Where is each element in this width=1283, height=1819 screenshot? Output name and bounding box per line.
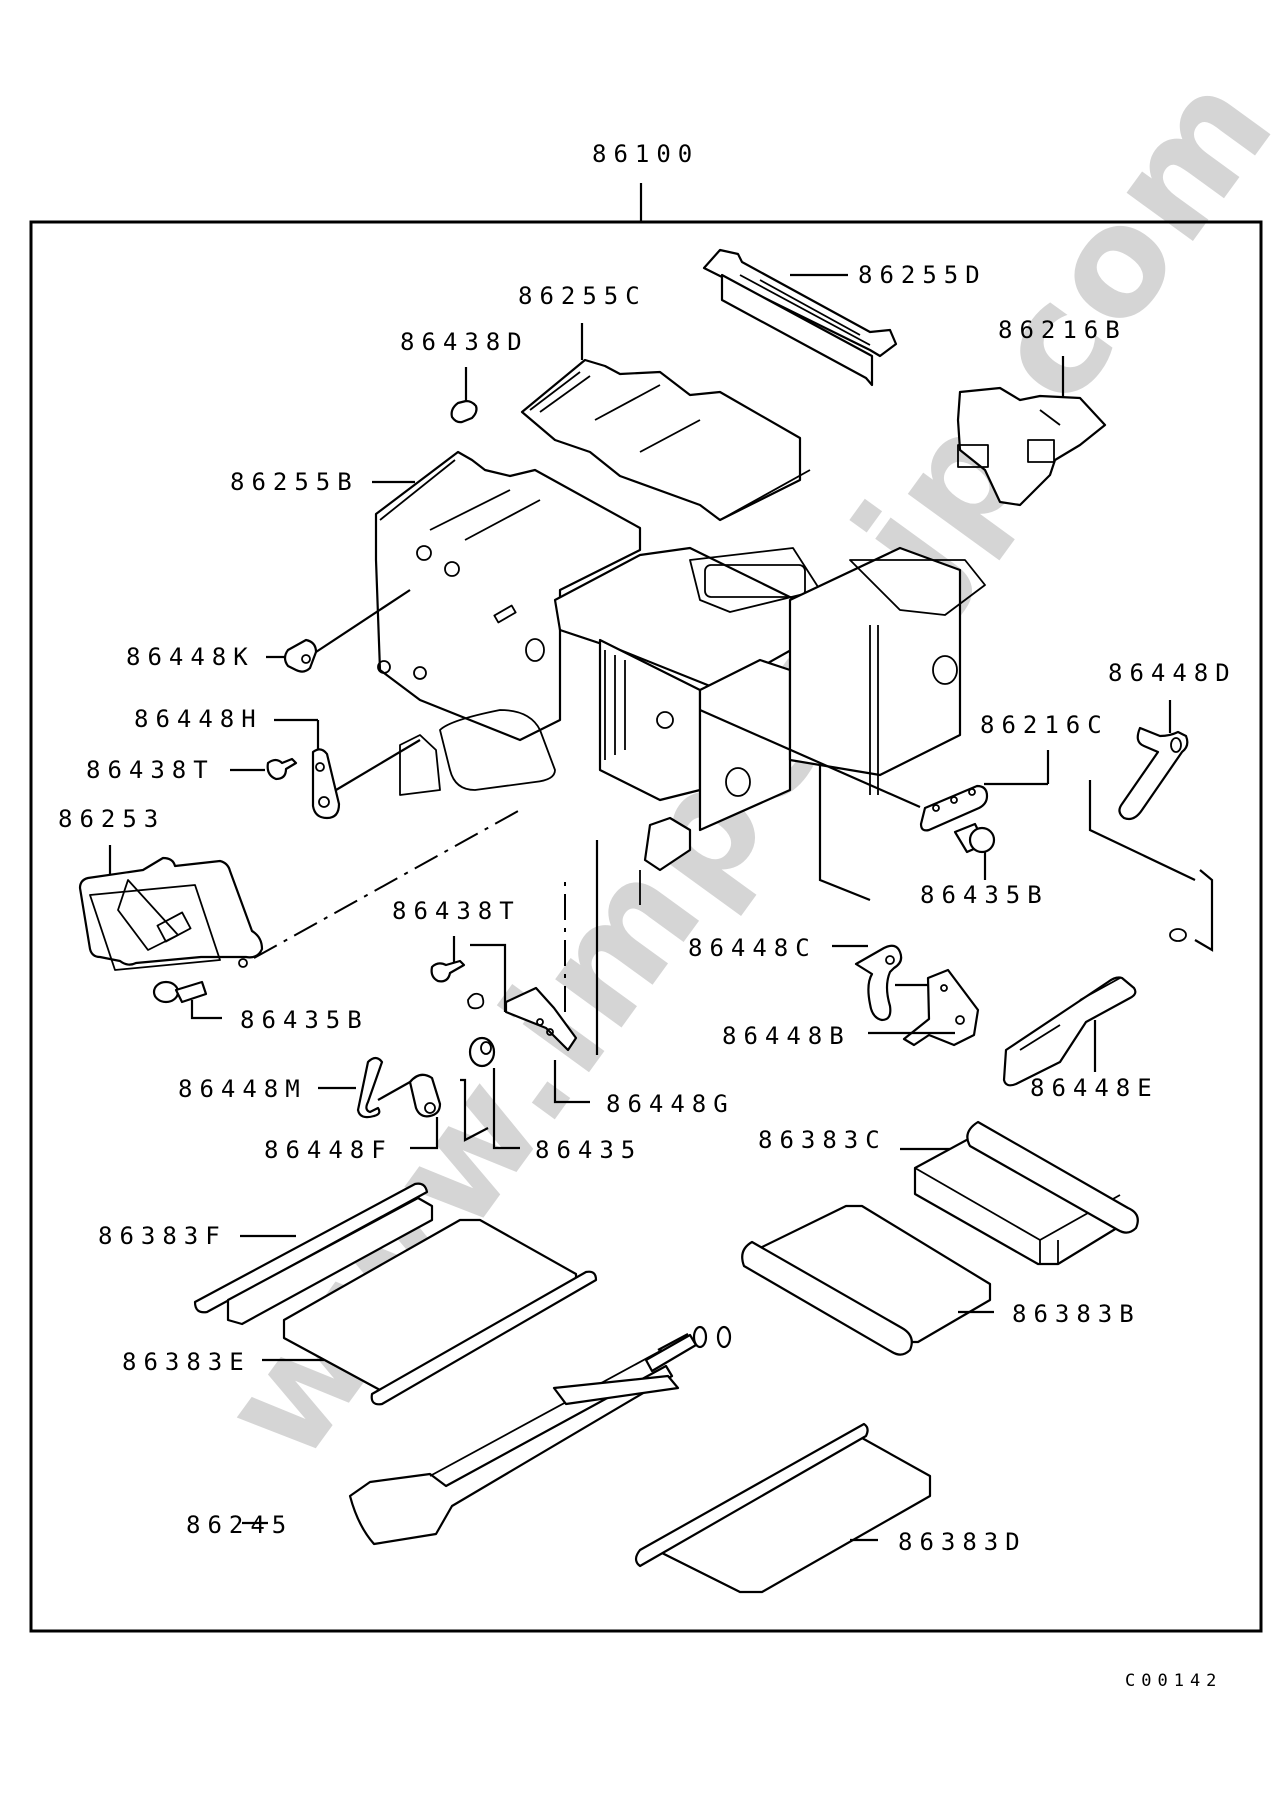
part-86448K[interactable]	[283, 638, 318, 673]
label-86438T-lower: 86438T	[392, 897, 521, 925]
part-86245[interactable]	[348, 1325, 732, 1546]
leader-86448C	[818, 765, 871, 902]
leader-86448F	[410, 1117, 439, 1150]
part-86383F[interactable]	[193, 1182, 434, 1326]
label-86255D: 86255D	[858, 261, 987, 289]
part-86253[interactable]	[78, 856, 264, 971]
part-86383C[interactable]	[913, 1120, 1139, 1266]
part-86448G[interactable]	[467, 986, 578, 1052]
part-86448F[interactable]	[408, 1073, 442, 1118]
label-86253: 86253	[58, 805, 165, 833]
label-86435B-right: 86435B	[920, 881, 1049, 909]
part-86383B[interactable]	[741, 1204, 992, 1356]
label-86383E: 86383E	[122, 1348, 251, 1376]
label-86448B: 86448B	[722, 1022, 851, 1050]
label-86216C: 86216C	[980, 711, 1109, 739]
link-86435-box	[460, 1078, 489, 1142]
label-86435B-left: 86435B	[240, 1006, 369, 1034]
part-86438T-upper[interactable]	[266, 757, 298, 781]
part-86383E[interactable]	[282, 1218, 598, 1406]
assembly-frame	[29, 220, 1263, 1633]
leader-86435B-left	[190, 1000, 222, 1020]
part-86448D[interactable]	[1118, 726, 1189, 821]
label-86448D: 86448D	[1108, 659, 1237, 687]
part-86448M[interactable]	[356, 1056, 384, 1119]
label-86448F: 86448F	[264, 1136, 393, 1164]
part-86435B-right[interactable]	[953, 822, 996, 854]
dash-86216C	[699, 708, 921, 809]
label-86383D: 86383D	[898, 1528, 1027, 1556]
link-86448M	[377, 1081, 411, 1101]
leader-86435	[492, 1068, 520, 1150]
label-86100: 86100	[592, 140, 699, 168]
label-86216B: 86216B	[998, 316, 1127, 344]
label-86435: 86435	[535, 1136, 642, 1164]
label-86448K: 86448K	[126, 643, 255, 671]
label-86448M: 86448M	[178, 1075, 307, 1103]
label-86438T-upper: 86438T	[86, 756, 215, 784]
part-86448B[interactable]	[902, 968, 980, 1047]
part-86216B[interactable]	[956, 386, 1107, 507]
part-86438T-lower[interactable]	[430, 959, 466, 983]
label-86448C: 86448C	[688, 934, 817, 962]
part-86255D[interactable]	[702, 248, 898, 387]
link-86448H	[335, 739, 421, 791]
label-86255C: 86255C	[518, 282, 647, 310]
part-86435B-left[interactable]	[152, 980, 208, 1004]
label-86383C: 86383C	[758, 1126, 887, 1154]
drawing-code: C00142	[1125, 1671, 1222, 1691]
part-86435[interactable]	[468, 1036, 496, 1068]
label-86245: 86245	[186, 1511, 293, 1539]
label-86438D: 86438D	[400, 328, 529, 356]
link-86448E	[1088, 780, 1196, 881]
link-86448E-2	[1194, 869, 1214, 952]
label-86383B: 86383B	[1012, 1300, 1141, 1328]
part-86438D[interactable]	[450, 399, 478, 424]
part-86448C[interactable]	[854, 944, 903, 1022]
label-86448G: 86448G	[606, 1090, 735, 1118]
part-86255B[interactable]	[374, 450, 986, 905]
dash-86448K	[315, 589, 411, 653]
label-86448H: 86448H	[134, 705, 263, 733]
part-86448E[interactable]	[1002, 928, 1187, 1087]
leader-86448G	[553, 1060, 590, 1104]
label-86448E: 86448E	[1030, 1074, 1159, 1102]
label-86255B: 86255B	[230, 468, 359, 496]
part-86448H[interactable]	[311, 748, 341, 820]
dash-86253	[253, 809, 521, 959]
part-86216C[interactable]	[919, 784, 989, 832]
link-86448G-box	[470, 943, 507, 1012]
part-86255C[interactable]	[520, 358, 811, 522]
label-86383F: 86383F	[98, 1222, 227, 1250]
part-86383D[interactable]	[634, 1422, 932, 1594]
